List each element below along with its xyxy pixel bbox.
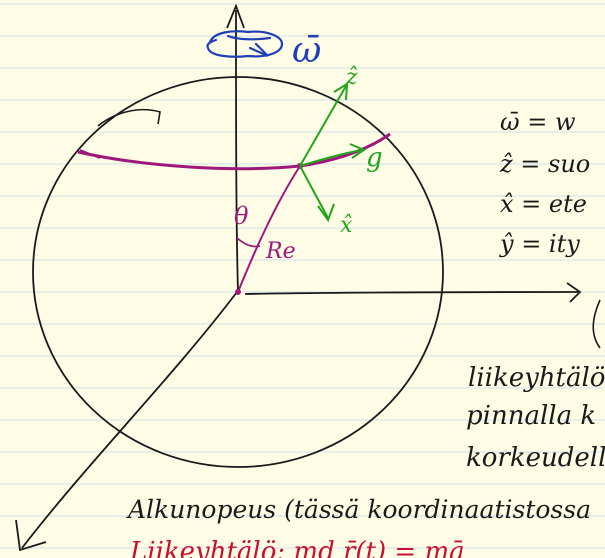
horizontal-arrowhead-icon (566, 282, 582, 303)
z-hat-label: ẑ (345, 65, 358, 90)
motion-equation-red: Liikeyhtälö: md r̄(t) = mā (129, 537, 465, 558)
re-label: Re (265, 239, 296, 264)
g-label: g (366, 143, 383, 173)
y-axis-vector (299, 149, 363, 167)
rotation-hint-stroke (97, 108, 161, 127)
motion-line-3: korkeudella (466, 443, 605, 473)
ruled-lines (0, 3, 605, 549)
x-hat-label: x̂ (340, 213, 353, 238)
earth-circle (32, 76, 444, 468)
def-y: ŷ = ity (499, 230, 580, 258)
x-axis-vector (299, 165, 329, 219)
earth-radius-line (237, 165, 301, 293)
x-arrowhead-icon (317, 203, 335, 223)
def-z: ẑ = suo (499, 150, 590, 178)
partial-curve (592, 299, 601, 349)
latitude-left-tick (79, 149, 101, 159)
z-axis-vector (299, 85, 347, 167)
rotation-axis (235, 9, 239, 293)
motion-line-2: pinnalla k (466, 401, 596, 431)
def-x: x̂ = ete (500, 190, 587, 218)
def-omega: ω̄ = w (500, 108, 576, 136)
horizontal-axis (244, 291, 579, 295)
latitude-circle (77, 132, 391, 171)
center-point (235, 289, 241, 295)
z-arrowhead-icon (333, 82, 349, 101)
diagonal-arrowhead-icon (15, 519, 47, 552)
theta-arc (236, 237, 261, 248)
motion-line-1: liikeyhtälö (468, 363, 605, 393)
rotation-arrow-icon (206, 30, 284, 58)
theta-label: θ (234, 202, 249, 230)
y-arrowhead-icon (349, 143, 367, 159)
axis-arrowhead-icon (226, 3, 245, 29)
omega-label: ω̄ (292, 30, 321, 71)
initial-velocity-note: Alkunopeus (tässä koordinaatistossa (126, 495, 591, 524)
diagonal-axis (21, 291, 238, 549)
